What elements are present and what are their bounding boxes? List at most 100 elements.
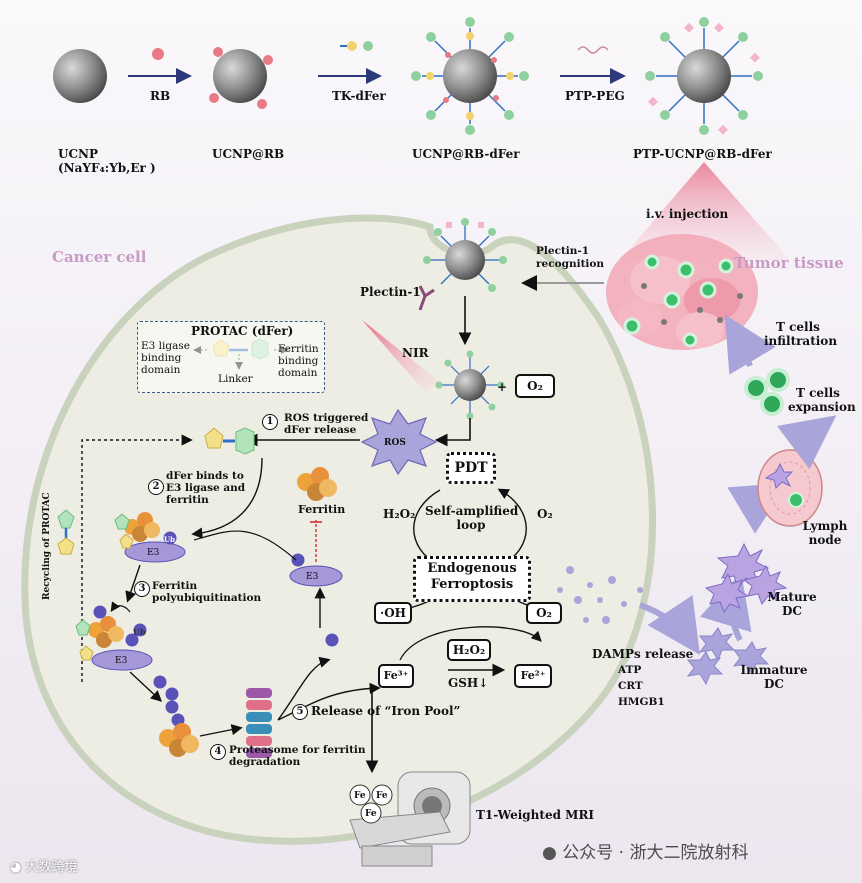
h2o2-box: H₂O₂	[447, 639, 491, 661]
arrow-tk-label: TK-dFer	[332, 89, 386, 103]
to-proteasome-arrow	[199, 724, 243, 737]
e3-label-right: E3	[306, 572, 319, 582]
step-2-number: 2	[148, 479, 164, 495]
rb-molecule	[152, 48, 164, 60]
hmgb1-label: HMGB1	[618, 696, 665, 708]
lymph-label-2: node	[808, 533, 842, 547]
fe-label-2: Fe	[376, 791, 388, 801]
iron-release-arrow	[277, 682, 381, 721]
ub-label-1: Ub	[164, 535, 175, 544]
mature-dc	[704, 542, 788, 614]
step-4-line-2: degradation	[229, 756, 301, 768]
to-polyub-arrow	[129, 671, 163, 702]
step-5-label: Release of “Iron Pool”	[311, 704, 461, 718]
plectin-label: Plectin-1	[360, 285, 421, 299]
step-1-number: 1	[262, 414, 278, 430]
damps-arrow	[638, 595, 700, 655]
plus-sign: +	[497, 380, 508, 394]
ucnp-particle	[53, 49, 107, 103]
ucnp-rb-dfer-particle	[411, 17, 529, 135]
immature-dc	[686, 627, 770, 686]
o2-box: O₂	[515, 374, 555, 398]
fe2-box: Fe²⁺	[514, 664, 552, 688]
fe-ions	[349, 784, 393, 824]
step-2-line-3: ferritin	[166, 494, 209, 506]
injection-beam	[620, 162, 790, 260]
watermark: ● 公众号 · 浙大二院放射科	[542, 838, 748, 863]
pdt-particle	[435, 350, 505, 420]
tk-dfer-molecule	[340, 41, 373, 51]
h2o2-left-label: H₂O₂	[383, 507, 416, 521]
watermark-2-text: 大数跨境	[25, 860, 78, 875]
step-3-number: 3	[134, 581, 150, 597]
dfer-molecule	[204, 427, 255, 455]
free-ub	[325, 633, 339, 647]
watermark-text: 公众号 · 浙大二院放射科	[562, 843, 749, 863]
ferritin-label: Ferritin	[298, 503, 346, 516]
expansion-label-1: T cells	[796, 386, 840, 400]
recognition-label-2: recognition	[536, 258, 605, 270]
ros-label: ROS	[384, 438, 406, 448]
o2-right-label: O₂	[537, 507, 553, 521]
ucnp-rb-dfer-label: UCNP@RB-dFer	[412, 147, 520, 161]
immature-label-2: DC	[764, 677, 784, 691]
protac-title: PROTAC (dFer)	[191, 324, 294, 338]
step-3-line-1: Ferritin	[152, 580, 198, 592]
nir-label: NIR	[402, 346, 429, 360]
plectin-receptor	[418, 285, 435, 311]
step-4-line-1: Proteasome for ferritin	[229, 744, 366, 756]
proteasome	[246, 688, 272, 758]
fe-label-3: Fe	[365, 809, 377, 819]
release-arrow	[434, 418, 471, 447]
infiltration-arrow	[724, 314, 776, 375]
cancer-cell-label: Cancer cell	[52, 248, 147, 266]
ucnp-formula: (NaYF₄:Yb,Er )	[58, 161, 156, 175]
ferritin-domain-1: Ferritin	[278, 343, 319, 355]
step-3-line-2: polyubiquitination	[152, 592, 262, 604]
pdt-box: PDT	[446, 452, 496, 484]
ferroptosis-box: Endogenous Ferroptosis	[413, 556, 531, 602]
lymph-label-1: Lymph	[802, 519, 848, 533]
step-5-number: 5	[292, 704, 308, 720]
t-cells	[744, 368, 790, 416]
o2-radical-box: O₂	[526, 602, 562, 624]
oh-box: ·OH	[374, 602, 412, 624]
loop-line-2: loop	[456, 518, 486, 532]
expansion-arrow	[777, 415, 837, 470]
ub-transfer-arrow	[110, 601, 131, 613]
lymph-node	[757, 449, 823, 527]
recycling-arrow	[81, 434, 193, 682]
tumor-tissue-label: Tumor tissue	[734, 254, 844, 272]
ferritin-domain-3: domain	[278, 367, 318, 379]
wechat-icon: ●	[542, 843, 557, 863]
damps-particles	[557, 566, 643, 624]
recycling-molecule	[57, 509, 75, 555]
ferritin-e3-complex-2	[75, 605, 153, 671]
step3-arrow	[125, 564, 141, 603]
watermark-2: ◕ 大数跨境	[10, 856, 78, 875]
ferritin-e3-free	[289, 467, 343, 587]
ferroptosis-line-1: Endogenous	[427, 561, 517, 576]
polyub-ferritin	[153, 675, 199, 757]
fe3-box: Fe³⁺	[378, 664, 414, 688]
crt-label: CRT	[618, 680, 643, 692]
watermark-2-icon: ◕	[10, 860, 22, 875]
ptp-ucnp-particle	[645, 17, 763, 135]
step2-arrow	[191, 457, 263, 539]
ub-recycle-arrow	[277, 656, 331, 721]
ucnp-rb-particle	[209, 47, 273, 109]
infiltration-label-2: infiltration	[764, 334, 838, 348]
mature-label-1: Mature	[767, 590, 817, 604]
ptp-peg-chain	[577, 46, 609, 54]
e3-domain-3: domain	[141, 364, 181, 376]
damps-label: DAMPs release	[592, 647, 694, 661]
plectin-particle	[423, 218, 507, 292]
nir-beam	[362, 320, 440, 392]
ucnp-label: UCNP	[58, 147, 99, 161]
e3-domain-2: binding	[141, 352, 182, 364]
gsh-label: GSH↓	[448, 676, 489, 690]
e3-return-arrow	[193, 530, 297, 561]
step-1-line-2: dFer release	[284, 424, 357, 436]
immature-label-1: Immature	[740, 663, 808, 677]
